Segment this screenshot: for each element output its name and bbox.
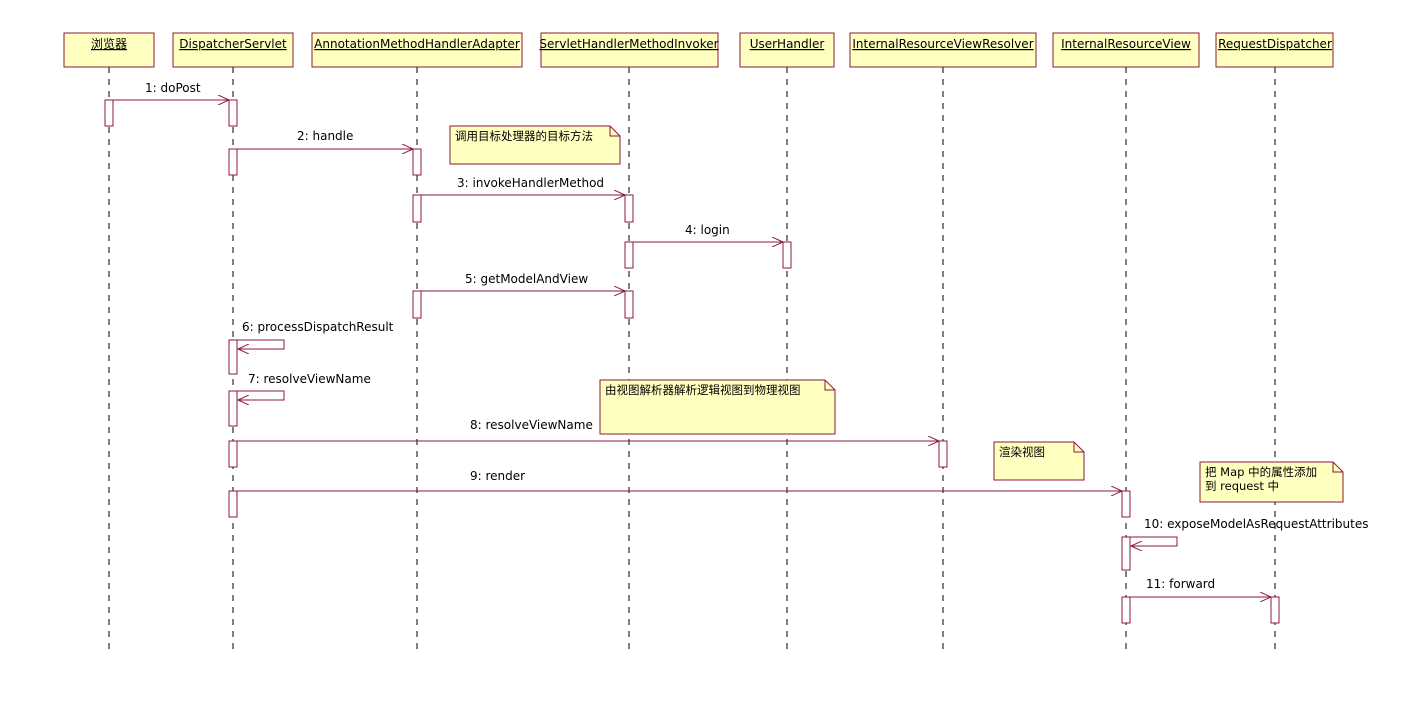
activation-bar (228, 99, 238, 127)
activation-bar (624, 194, 634, 223)
participant-label: UserHandler (750, 37, 825, 51)
note-text: 把 Map 中的属性添加 (1205, 465, 1317, 479)
participant-label: DispatcherServlet (179, 37, 287, 51)
note-text: 调用目标处理器的目标方法 (455, 129, 593, 143)
message-label: 4: login (685, 223, 730, 237)
message-arrow: 9: render (237, 469, 1122, 491)
participant-label: AnnotationMethodHandlerAdapter (314, 37, 520, 51)
activation-bar (228, 339, 238, 375)
activation-bar (228, 440, 238, 468)
participant-box: RequestDispatcher (1215, 32, 1334, 68)
message-arrow: 2: handle (237, 129, 413, 149)
message-arrow: 5: getModelAndView (421, 272, 625, 291)
message-arrow: 11: forward (1130, 577, 1271, 597)
message-label: 10: exposeModelAsRequestAttributes (1144, 517, 1368, 531)
note: 由视图解析器解析逻辑视图到物理视图 (599, 379, 836, 435)
message-label: 5: getModelAndView (465, 272, 588, 286)
message-arrow: 8: resolveViewName (237, 418, 939, 441)
message-label: 9: render (470, 469, 525, 483)
participant-label: RequestDispatcher (1218, 37, 1332, 51)
participant-label: InternalResourceView (1061, 37, 1191, 51)
message-label: 8: resolveViewName (470, 418, 593, 432)
activation-bar (1270, 596, 1280, 624)
participant-label: InternalResourceViewResolver (852, 37, 1033, 51)
participant-box: InternalResourceViewResolver (849, 32, 1037, 68)
activation-bar (228, 148, 238, 176)
activation-bar (938, 440, 948, 468)
message-label: 3: invokeHandlerMethod (457, 176, 604, 190)
activation-bar (1121, 490, 1131, 518)
message-arrow: 3: invokeHandlerMethod (421, 176, 625, 195)
note-text: 渲染视图 (999, 445, 1045, 459)
activation-bar (228, 390, 238, 427)
participant-box: ServletHandlerMethodInvoker (539, 32, 719, 68)
message-arrow: 4: login (633, 223, 783, 242)
participant-box: InternalResourceView (1052, 32, 1200, 68)
participant-box: DispatcherServlet (172, 32, 294, 68)
activation-bar (782, 241, 792, 269)
activation-bar (228, 490, 238, 518)
participant-label: 浏览器 (91, 36, 127, 51)
message-arrow: 6: processDispatchResult (237, 320, 394, 349)
participant-box: UserHandler (739, 32, 835, 68)
message-label: 6: processDispatchResult (242, 320, 394, 334)
message-arrow: 7: resolveViewName (237, 372, 371, 400)
activation-bar (412, 194, 422, 223)
note: 调用目标处理器的目标方法 (449, 125, 621, 165)
message-label: 11: forward (1146, 577, 1215, 591)
message-arrow: 1: doPost (113, 81, 229, 100)
activation-bar (1121, 596, 1131, 624)
note-text: 到 request 中 (1205, 479, 1279, 493)
message-label: 7: resolveViewName (248, 372, 371, 386)
note: 渲染视图 (993, 441, 1085, 481)
message-label: 1: doPost (145, 81, 201, 95)
participant-box: AnnotationMethodHandlerAdapter (311, 32, 523, 68)
message-label: 2: handle (297, 129, 353, 143)
note-text: 由视图解析器解析逻辑视图到物理视图 (605, 383, 801, 397)
activation-bar (1121, 536, 1131, 571)
activation-bar (624, 290, 634, 319)
activation-bar (412, 148, 422, 176)
message-arrow: 10: exposeModelAsRequestAttributes (1130, 517, 1368, 546)
activation-bar (624, 241, 634, 269)
activation-bar (412, 290, 422, 319)
participant-box: 浏览器 (63, 32, 155, 68)
activation-bar (104, 99, 114, 127)
participant-label: ServletHandlerMethodInvoker (539, 37, 718, 51)
